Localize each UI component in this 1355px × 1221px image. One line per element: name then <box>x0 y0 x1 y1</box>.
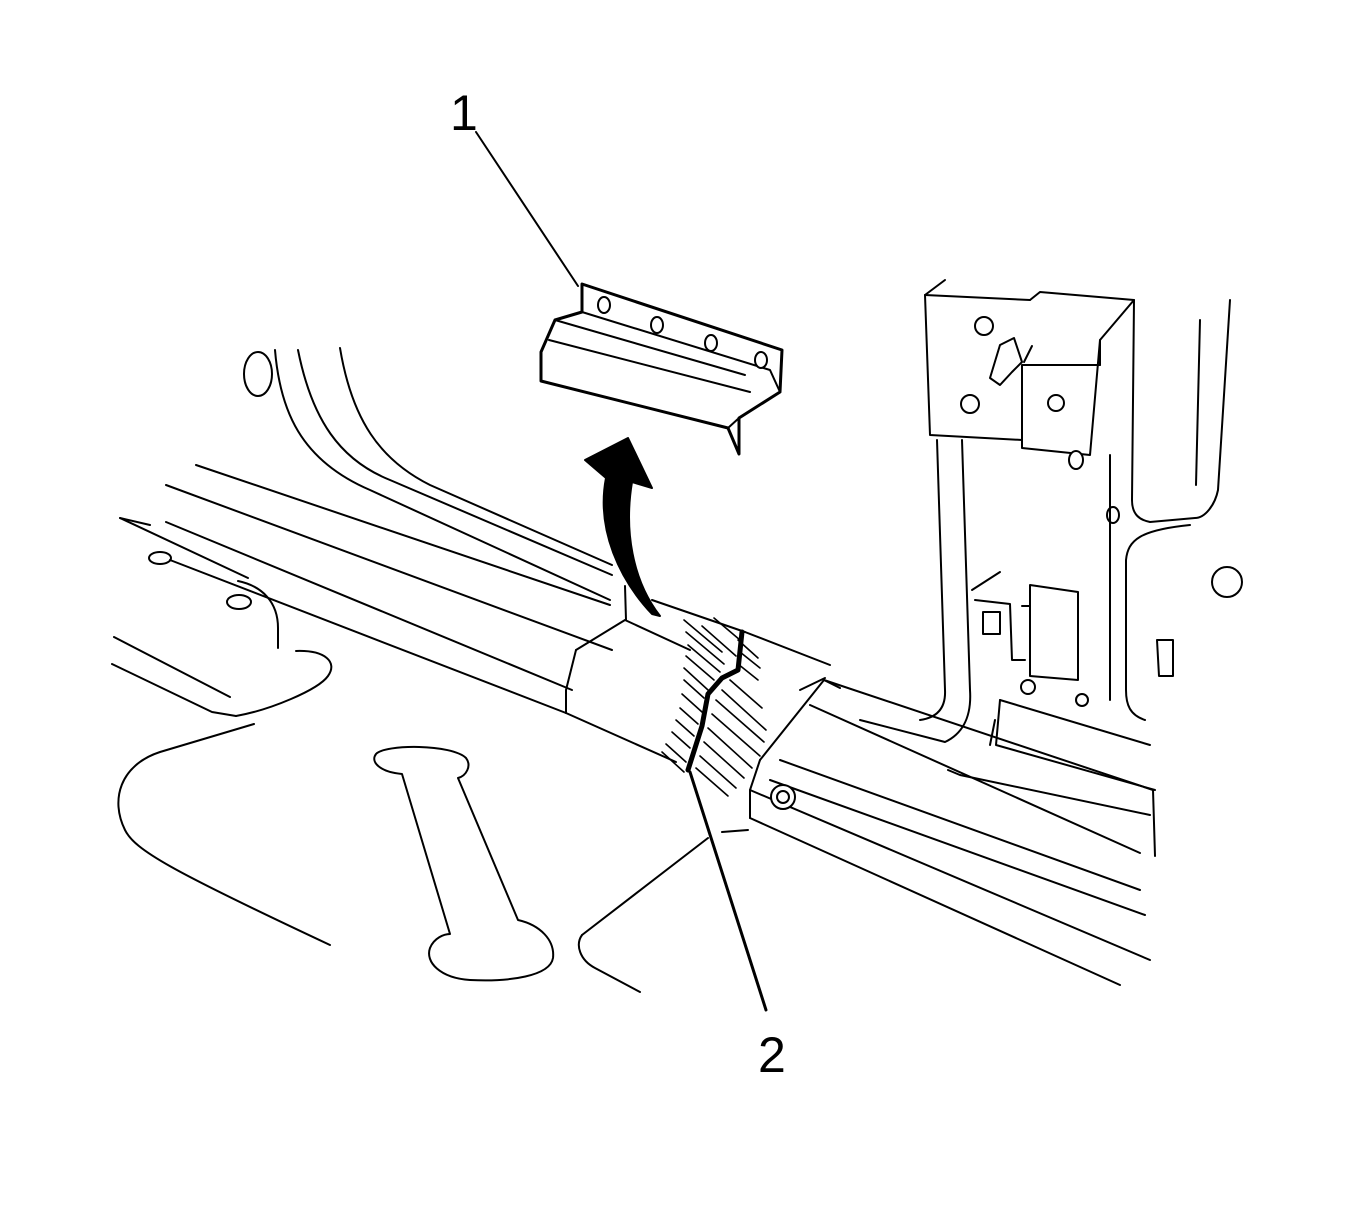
callout-1-label: 1 <box>450 85 478 141</box>
floor-hole-icon <box>148 551 172 565</box>
pillar-hole-icon <box>974 316 994 336</box>
door-opening-curve <box>243 347 613 601</box>
pillar-hole-icon <box>1047 394 1065 412</box>
callout-2-label: 2 <box>758 1027 786 1083</box>
pillar-slot-icon <box>982 611 1001 635</box>
access-hole-icon <box>243 351 273 397</box>
callout-1-leader <box>475 131 579 287</box>
pillar-hole-icon <box>1068 450 1084 470</box>
callout-2: 2 <box>688 770 786 1083</box>
callout-1: 1 <box>450 85 579 287</box>
floor-depression <box>373 745 555 982</box>
pillar-hole-icon <box>1106 506 1120 524</box>
pillar-hole-icon <box>1211 566 1243 598</box>
callout-2-leader <box>688 770 768 1012</box>
floor-hole-icon <box>226 594 252 610</box>
rocker-panel <box>165 464 1156 986</box>
bolt-center-icon <box>776 790 790 804</box>
pillar-hole-icon <box>1075 693 1089 707</box>
pillar-structure <box>859 279 1243 816</box>
pillar-hole-icon <box>960 394 980 414</box>
bracket-hole-icon <box>650 316 664 334</box>
cut-area <box>661 617 767 797</box>
pillar-hole-icon <box>1020 679 1036 695</box>
reinforcement-bracket <box>539 282 784 456</box>
bracket-hole-icon <box>704 334 718 352</box>
bracket-hole-icon <box>754 351 768 369</box>
pillar-slot-icon <box>1156 639 1174 677</box>
removal-arrow-icon <box>584 437 661 617</box>
bracket-hole-icon <box>597 296 611 314</box>
floor-panel <box>111 517 749 993</box>
